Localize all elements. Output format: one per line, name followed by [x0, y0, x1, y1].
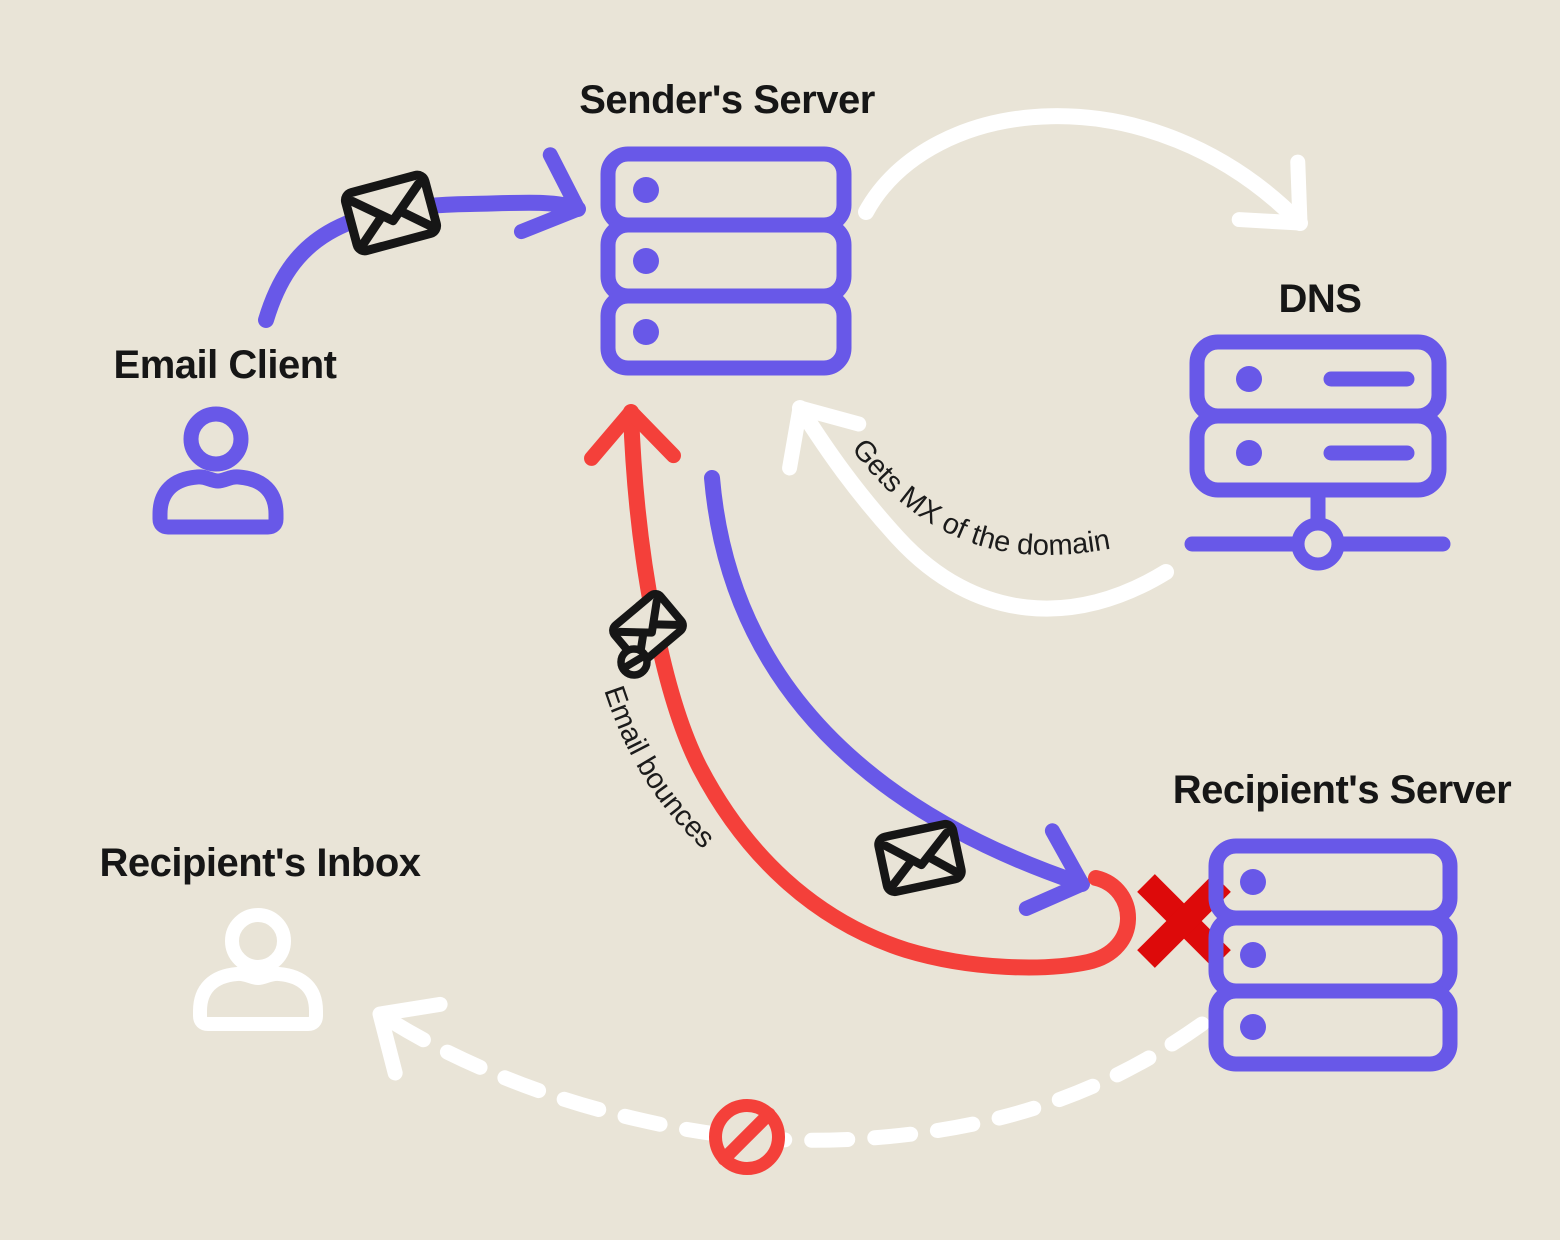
arrow-dns-to-sender: [782, 400, 1174, 617]
label-recipients-inbox: Recipient's Inbox: [99, 841, 420, 885]
envelope-icon: [340, 170, 442, 256]
recipient-server-icon: [1208, 838, 1458, 1072]
envelope-icon: [874, 819, 966, 897]
prohibition-icon: [709, 1099, 785, 1175]
sender-server-icon: [600, 146, 852, 376]
arrow-sender-to-recipient: [704, 470, 1090, 917]
dashed-arrow-server-to-inbox: [372, 996, 1210, 1148]
arrow-sender-to-dns: [858, 108, 1308, 231]
label-dns: DNS: [1279, 277, 1362, 321]
annotation-gets-mx: Gets MX of the domain: [846, 433, 1113, 562]
dns-server-icon: [1184, 334, 1451, 571]
inbox-user-icon: [193, 908, 323, 1031]
blocked-envelope-icon: [609, 589, 687, 679]
label-recipients-server: Recipient's Server: [1173, 768, 1511, 812]
label-email-client: Email Client: [114, 343, 337, 387]
arrow-email-bounces: [584, 404, 1136, 976]
user-icon: [152, 406, 284, 535]
label-senders-server: Sender's Server: [579, 78, 875, 122]
